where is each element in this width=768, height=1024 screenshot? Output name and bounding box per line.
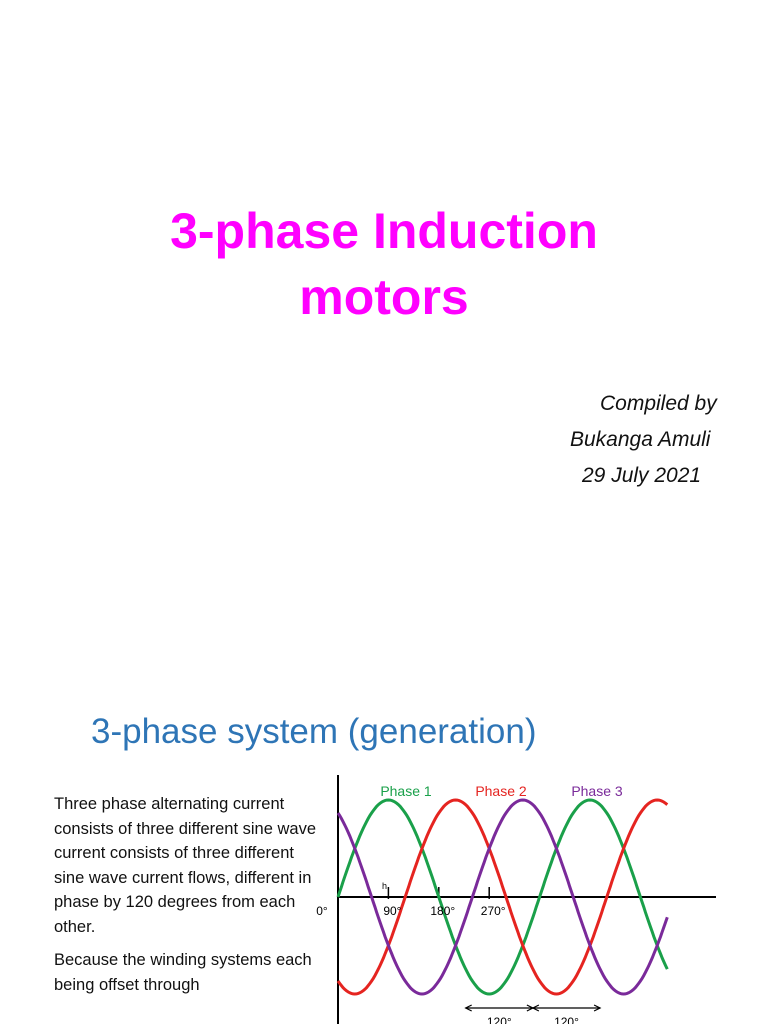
tick-label: 180° <box>430 904 455 918</box>
legend-label: Phase 2 <box>475 783 527 799</box>
spacing-label: 120° <box>554 1015 579 1024</box>
marker-label: h <box>382 881 387 891</box>
title-slide: 3-phase Induction motors Compiled by Buk… <box>0 198 768 487</box>
series-line <box>336 798 669 996</box>
series-line <box>336 798 669 996</box>
tick-label: 270° <box>481 904 506 918</box>
title-line-2: motors <box>299 269 469 325</box>
paragraph-2: Because the winding systems each being o… <box>54 951 312 994</box>
arrow-head <box>464 1004 472 1012</box>
three-phase-wave-chart: Phase 1 Phase 2 Phase 3 0° 90° 180° 270° h 120° 1… <box>316 775 716 1024</box>
compiled-by-label: Compiled by <box>600 392 717 415</box>
chart-curves <box>336 798 669 996</box>
legend-label: Phase 1 <box>380 783 432 799</box>
legend-label: Phase 3 <box>571 783 623 799</box>
generation-slide: 3-phase system (generation) Three phase … <box>0 640 768 1024</box>
date-text: 29 July 2021 <box>582 464 702 487</box>
body-text: Three phase alternating current consists… <box>54 792 316 1006</box>
chart-labels: Phase 1 Phase 2 Phase 3 0° 90° 180° 270° h 120° 1… <box>316 783 623 1024</box>
chart-axes <box>337 775 716 1024</box>
tick-label: 0° <box>316 904 328 918</box>
tick-label: 90° <box>383 904 401 918</box>
title-line-1: 3-phase Induction <box>170 203 598 259</box>
slide-title: 3-phase Induction motors <box>0 198 768 330</box>
spacing-label: 120° <box>487 1015 512 1024</box>
arrow-head <box>593 1004 602 1012</box>
arrow-head <box>531 1004 540 1012</box>
slide-heading: 3-phase system (generation) <box>91 712 537 751</box>
author-name: Bukanga Amuli <box>570 428 711 451</box>
paragraph-1: Three phase alternating current consists… <box>54 795 317 936</box>
series-line <box>336 798 669 996</box>
